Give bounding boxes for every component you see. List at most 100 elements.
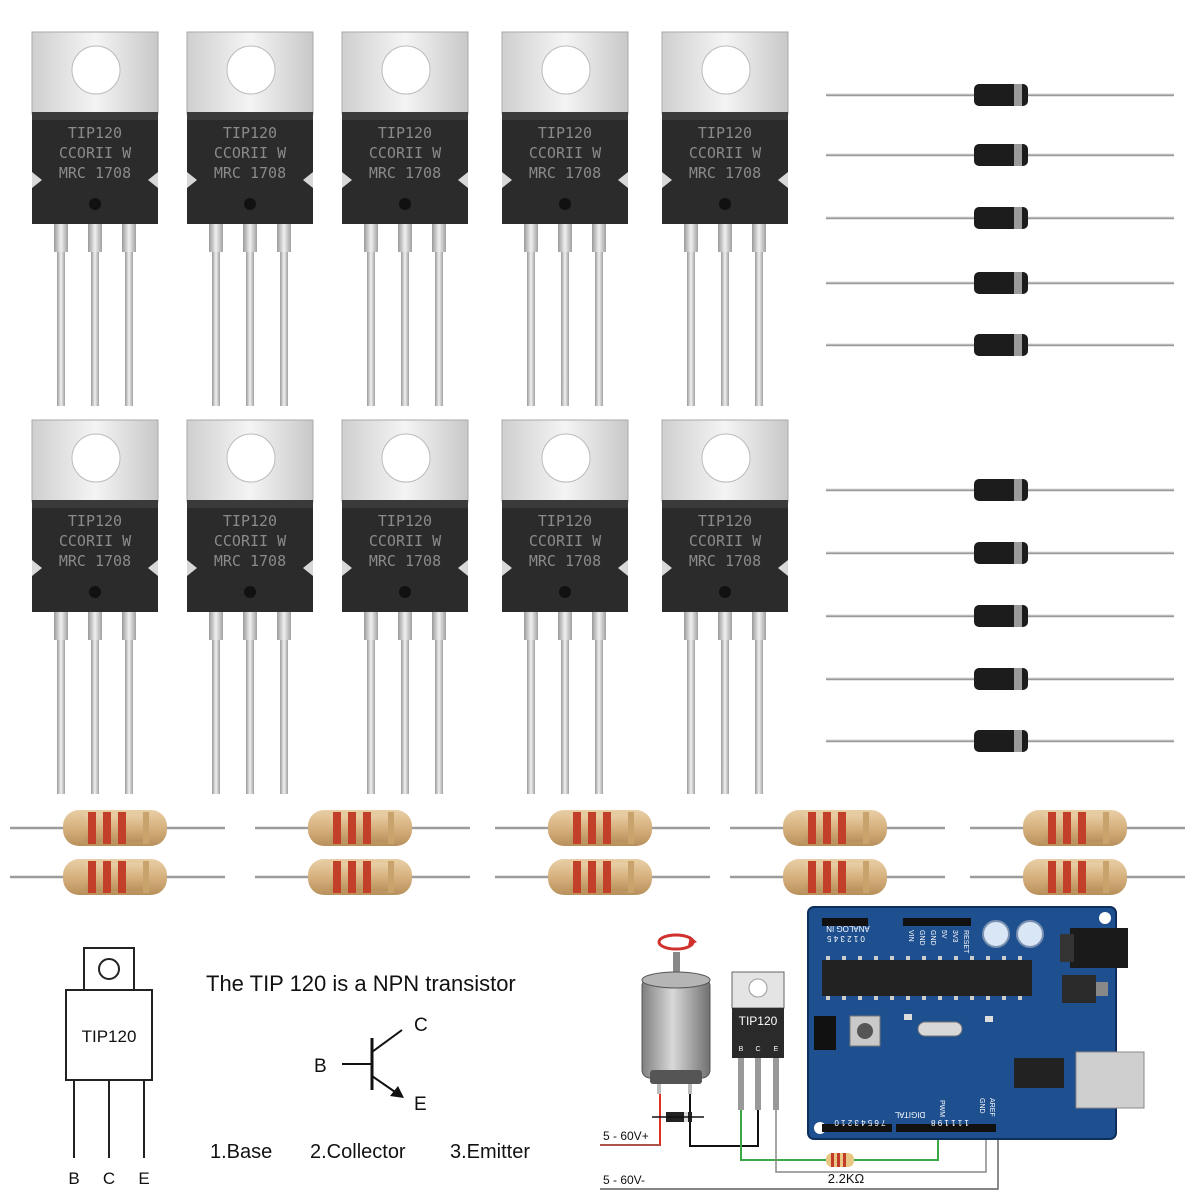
- resistor-value-label: 2.2KΩ: [828, 1171, 865, 1186]
- npn-emitter-label: E: [414, 1094, 427, 1115]
- carbon-resistor: [495, 810, 710, 846]
- power-pin-3v3: 3V3: [951, 930, 958, 943]
- pin-legend-base: 1.Base: [210, 1141, 272, 1163]
- transistor-marking-line-2: CCORII W: [214, 532, 287, 550]
- board-digital-label: DIGITAL: [894, 1110, 925, 1119]
- carbon-resistor: [970, 859, 1185, 895]
- transistor-marking-line-3: MRC 1708: [529, 552, 601, 570]
- power-pin-gnd-1: GND: [918, 930, 925, 946]
- transistor-marking-line-2: CCORII W: [59, 144, 132, 162]
- carbon-resistor: [255, 859, 470, 895]
- carbon-resistor: [255, 810, 470, 846]
- pin-legend-emitter: 3.Emitter: [450, 1141, 530, 1163]
- transistor-marking-line-3: MRC 1708: [369, 164, 441, 182]
- package-pin-c: C: [103, 1169, 115, 1188]
- board-pwm-label: PWM: [938, 1100, 945, 1117]
- base-resistor: [816, 1153, 862, 1167]
- npn-collector-label: C: [414, 1015, 428, 1036]
- transistor-marking-line-3: MRC 1708: [59, 552, 131, 570]
- power-pin-5v: 5V: [940, 930, 947, 939]
- rectifier-diode: [826, 84, 1174, 106]
- rectifier-diode: [826, 144, 1174, 166]
- circuit-pin-c: C: [755, 1046, 760, 1053]
- transistor-marking-line-3: MRC 1708: [689, 552, 761, 570]
- transistor-marking-line-2: CCORII W: [529, 532, 602, 550]
- rectifier-diode: [826, 730, 1174, 752]
- transistor-marking-line-1: TIP120: [68, 512, 122, 530]
- transistor-marking-line-3: MRC 1708: [214, 552, 286, 570]
- circuit-pin-b: B: [739, 1046, 744, 1053]
- circuit-diagram: 2.2KΩ 5 - 60V+ 5 - 60V- TIP120 B C E: [600, 906, 1145, 1190]
- rectifier-diode: [826, 207, 1174, 229]
- package-pin-e: E: [138, 1169, 149, 1188]
- power-pin-reset: RESET: [962, 930, 969, 954]
- transistor-marking-line-2: CCORII W: [214, 144, 287, 162]
- carbon-resistor: [970, 810, 1185, 846]
- rectifier-diode: [826, 272, 1174, 294]
- diode-stack: [826, 84, 1174, 752]
- resistor-rows: [10, 810, 1185, 895]
- circuit-transistor-label: TIP120: [739, 1014, 778, 1028]
- transistor-marking-line-1: TIP120: [223, 512, 277, 530]
- board-power-pin-labels: VIN GND GND 5V 3V3 RESET: [907, 930, 969, 954]
- transistor-marking-line-1: TIP120: [223, 124, 277, 142]
- transistor-marking-line-2: CCORII W: [369, 144, 442, 162]
- board-aref-label: AREF: [988, 1098, 995, 1117]
- rectifier-diode: [826, 334, 1174, 356]
- board-analog-pins-label: 0 1 2 3 4 5: [827, 934, 865, 943]
- transistor-marking-line-1: TIP120: [378, 512, 432, 530]
- dc-motor: [641, 933, 711, 1094]
- circuit-transistor: TIP120 B C E: [731, 971, 785, 1110]
- carbon-resistor: [730, 859, 945, 895]
- board-digital-pins-high-label: 1 1 1 1 9 8: [931, 1118, 969, 1127]
- transistor-marking-line-2: CCORII W: [689, 532, 762, 550]
- transistor-marking-line-3: MRC 1708: [529, 164, 601, 182]
- npn-base-label: B: [314, 1056, 327, 1077]
- transistor-marking-line-1: TIP120: [378, 124, 432, 142]
- carbon-resistor: [495, 859, 710, 895]
- transistor-marking-line-1: TIP120: [68, 124, 122, 142]
- transistor-marking-line-3: MRC 1708: [369, 552, 441, 570]
- carbon-resistor: [10, 859, 225, 895]
- package-pin-b: B: [68, 1169, 79, 1188]
- rectifier-diode: [826, 668, 1174, 690]
- wire-emitter-ground: [775, 1110, 987, 1173]
- npn-section: The TIP 120 is a NPN transistor B C E 1.…: [206, 971, 530, 1163]
- transistor-marking-line-2: CCORII W: [529, 144, 602, 162]
- package-diagram: TIP120 B C E: [65, 947, 153, 1188]
- carbon-resistor: [10, 810, 225, 846]
- transistor-marking-line-3: MRC 1708: [214, 164, 286, 182]
- rectifier-diode: [826, 605, 1174, 627]
- board-analog-in-label: ANALOG IN: [826, 924, 870, 933]
- carbon-resistor: [730, 810, 945, 846]
- transistor-marking-line-1: TIP120: [698, 512, 752, 530]
- transistor-marking-line-2: CCORII W: [369, 532, 442, 550]
- npn-heading: The TIP 120 is a NPN transistor: [206, 971, 516, 996]
- transistor-marking-line-1: TIP120: [538, 124, 592, 142]
- package-diagram-label: TIP120: [82, 1027, 137, 1046]
- transistor-marking-line-3: MRC 1708: [59, 164, 131, 182]
- transistor-marking-line-3: MRC 1708: [689, 164, 761, 182]
- power-pin-vin: VIN: [907, 930, 914, 942]
- transistor-marking-line-1: TIP120: [538, 512, 592, 530]
- circuit-pin-e: E: [774, 1046, 779, 1053]
- supply-plus-label: 5 - 60V+: [603, 1129, 649, 1143]
- arduino-board: ANALOG IN 0 1 2 3 4 5 VIN GND GND 5V 3V3…: [807, 906, 1145, 1140]
- board-digital-pins-label: 7 6 5 4 3 2 1 0: [834, 1118, 886, 1127]
- rectifier-diode: [826, 479, 1174, 501]
- transistor-marking-line-2: CCORII W: [689, 144, 762, 162]
- rectifier-diode: [826, 542, 1174, 564]
- transistor-marking-line-2: CCORII W: [59, 532, 132, 550]
